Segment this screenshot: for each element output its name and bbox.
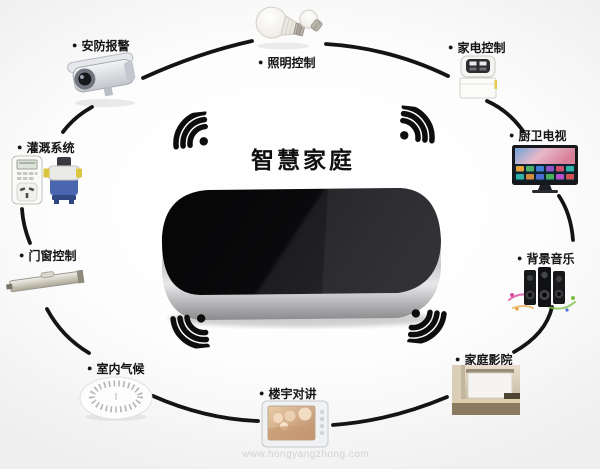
- hub-top-face: [162, 187, 441, 295]
- video-doorphone-icon: [261, 400, 329, 448]
- arc-tv-music: [557, 194, 575, 242]
- node-label-kitchen-bath-tv: ● 厨卫电视: [509, 127, 566, 144]
- node-label-text: 背景音乐: [526, 252, 575, 266]
- bullet-icon: ●: [17, 142, 23, 152]
- arc-climate-window: [45, 307, 91, 355]
- arc-window-irrigation: [20, 207, 32, 245]
- node-label-appliance-control: ● 家电控制: [448, 39, 505, 56]
- arc-intercom-climate: [151, 394, 260, 423]
- node-label-building-intercom: ● 楼宇对讲: [259, 385, 316, 402]
- arc-irrigation-security: [61, 105, 94, 134]
- node-label-indoor-climate: ● 室内气候: [87, 360, 144, 377]
- bullet-icon: ●: [455, 354, 461, 364]
- arc-theater-intercom: [331, 395, 449, 427]
- node-label-text: 安防报警: [81, 39, 130, 53]
- appliance-icon: [459, 55, 497, 99]
- node-label-home-theater: ● 家庭影院: [455, 351, 512, 368]
- node-label-door-window-control: ● 门窗控制: [19, 247, 76, 264]
- node-label-security-alarm: ● 安防报警: [72, 37, 129, 54]
- arc-lighting-appliance: [324, 42, 450, 78]
- arc-appliance-tv: [485, 99, 525, 133]
- node-label-text: 灌溉系统: [26, 141, 75, 155]
- timer-pump-icon: [11, 155, 82, 205]
- wifi-icon-top-right: [388, 104, 444, 153]
- wifi-icon-bottom-right: [398, 297, 454, 346]
- bullet-icon: ●: [72, 40, 78, 50]
- node-label-text: 家电控制: [457, 41, 506, 55]
- watermark: www.hongyangzhong.com: [242, 449, 370, 460]
- wifi-icon-bottom-left: [163, 302, 219, 351]
- hub-device: [162, 187, 441, 327]
- node-label-text: 门窗控制: [28, 249, 77, 263]
- bullet-icon: ●: [258, 57, 264, 67]
- node-label-lighting-control: ● 照明控制: [258, 54, 315, 71]
- smart-tv-icon: [512, 145, 578, 193]
- node-label-text: 楼宇对讲: [268, 387, 317, 401]
- node-label-irrigation-system: ● 灌溉系统: [17, 139, 74, 156]
- hub-top-sheen: [322, 187, 441, 294]
- light-bulb-icon: [255, 6, 323, 50]
- diagram-title: 智慧家庭: [251, 147, 355, 173]
- wifi-icon-top-left: [164, 110, 220, 159]
- bullet-icon: ●: [259, 388, 265, 398]
- window-actuator-icon: [5, 269, 85, 293]
- bullet-icon: ●: [19, 250, 25, 260]
- hub-metal-base: [162, 240, 441, 320]
- bullet-icon: ●: [509, 130, 515, 140]
- node-label-text: 室内气候: [96, 362, 145, 376]
- node-label-text: 照明控制: [267, 56, 316, 70]
- node-label-text: 厨卫电视: [518, 129, 567, 143]
- cctv-camera-icon: [67, 52, 136, 107]
- node-label-background-music: ● 背景音乐: [517, 250, 574, 267]
- arc-music-theater: [512, 305, 554, 354]
- bullet-icon: ●: [87, 363, 93, 373]
- node-label-text: 家庭影院: [464, 353, 513, 367]
- arc-security-lighting: [141, 39, 254, 80]
- ceiling-sensor-icon: [79, 376, 153, 421]
- speakers-icon: [508, 267, 576, 312]
- bullet-icon: ●: [448, 42, 454, 52]
- projector-screen-icon: [452, 365, 520, 415]
- bullet-icon: ●: [517, 253, 523, 263]
